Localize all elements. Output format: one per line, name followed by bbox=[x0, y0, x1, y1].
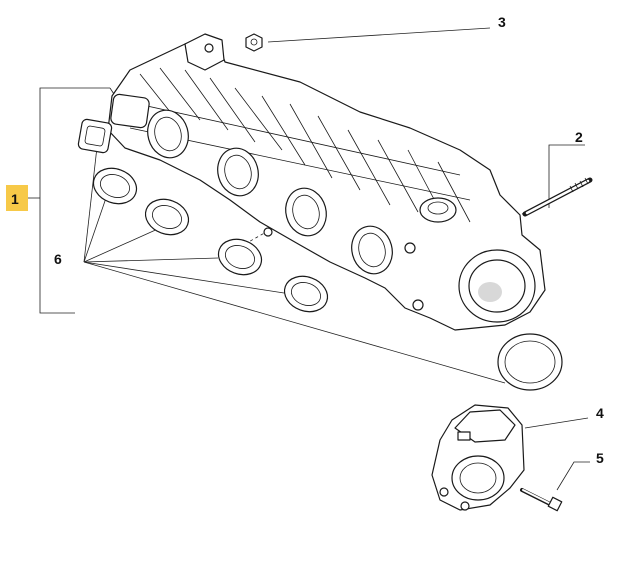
bracket-hole-1 bbox=[404, 242, 416, 254]
leader-4 bbox=[524, 417, 589, 429]
leader-6c bbox=[83, 227, 161, 263]
bracket-hole-3 bbox=[412, 299, 424, 311]
stud-threads bbox=[569, 177, 589, 193]
port-square bbox=[110, 93, 150, 129]
bracket-1 bbox=[39, 87, 110, 314]
callout-labels: 1 2 3 4 5 6 bbox=[6, 14, 604, 466]
intake-manifold bbox=[107, 33, 546, 331]
manifold-ports bbox=[110, 93, 393, 275]
screw-part bbox=[520, 488, 563, 512]
flange-hole bbox=[204, 43, 214, 53]
sensor-cap bbox=[419, 197, 457, 223]
gaskets bbox=[77, 118, 563, 391]
throttle-connector bbox=[457, 431, 471, 441]
stud-bolt bbox=[522, 177, 593, 217]
nut-hex bbox=[245, 33, 263, 52]
bracket-hole-2 bbox=[263, 227, 273, 237]
throttle-body bbox=[431, 404, 525, 511]
gasket-3 bbox=[217, 238, 263, 276]
callout-1-highlight bbox=[6, 185, 28, 211]
throttle-hole-2 bbox=[460, 501, 470, 511]
gasket-1 bbox=[92, 167, 138, 205]
axis-dash-1 bbox=[244, 230, 269, 245]
screw-head bbox=[547, 496, 563, 512]
callout-6: 6 bbox=[54, 251, 62, 267]
leader-6f bbox=[83, 261, 506, 384]
gasket-4 bbox=[283, 275, 329, 313]
leader-5 bbox=[556, 461, 590, 491]
callout-4: 4 bbox=[596, 405, 604, 421]
callout-5: 5 bbox=[596, 450, 604, 466]
throttle-bore bbox=[451, 455, 505, 501]
leader-lines bbox=[28, 27, 590, 491]
throttle-hole-1 bbox=[439, 487, 449, 497]
manifold-runner-ribs bbox=[139, 67, 471, 223]
callout-3: 3 bbox=[498, 14, 506, 30]
callout-1: 1 bbox=[11, 191, 19, 207]
leader-6e bbox=[83, 261, 285, 294]
leader-6d bbox=[83, 257, 219, 263]
manifold-flange bbox=[184, 33, 225, 71]
leader-6a bbox=[83, 146, 98, 263]
gasket-round bbox=[497, 333, 563, 391]
gasket-square bbox=[77, 118, 113, 154]
callout-2: 2 bbox=[575, 129, 583, 145]
leader-6b bbox=[83, 197, 107, 263]
nut-part bbox=[245, 33, 263, 52]
manifold-body bbox=[107, 37, 546, 331]
leader-2 bbox=[548, 144, 585, 208]
gasket-2 bbox=[144, 198, 190, 236]
leader-3 bbox=[267, 27, 491, 43]
